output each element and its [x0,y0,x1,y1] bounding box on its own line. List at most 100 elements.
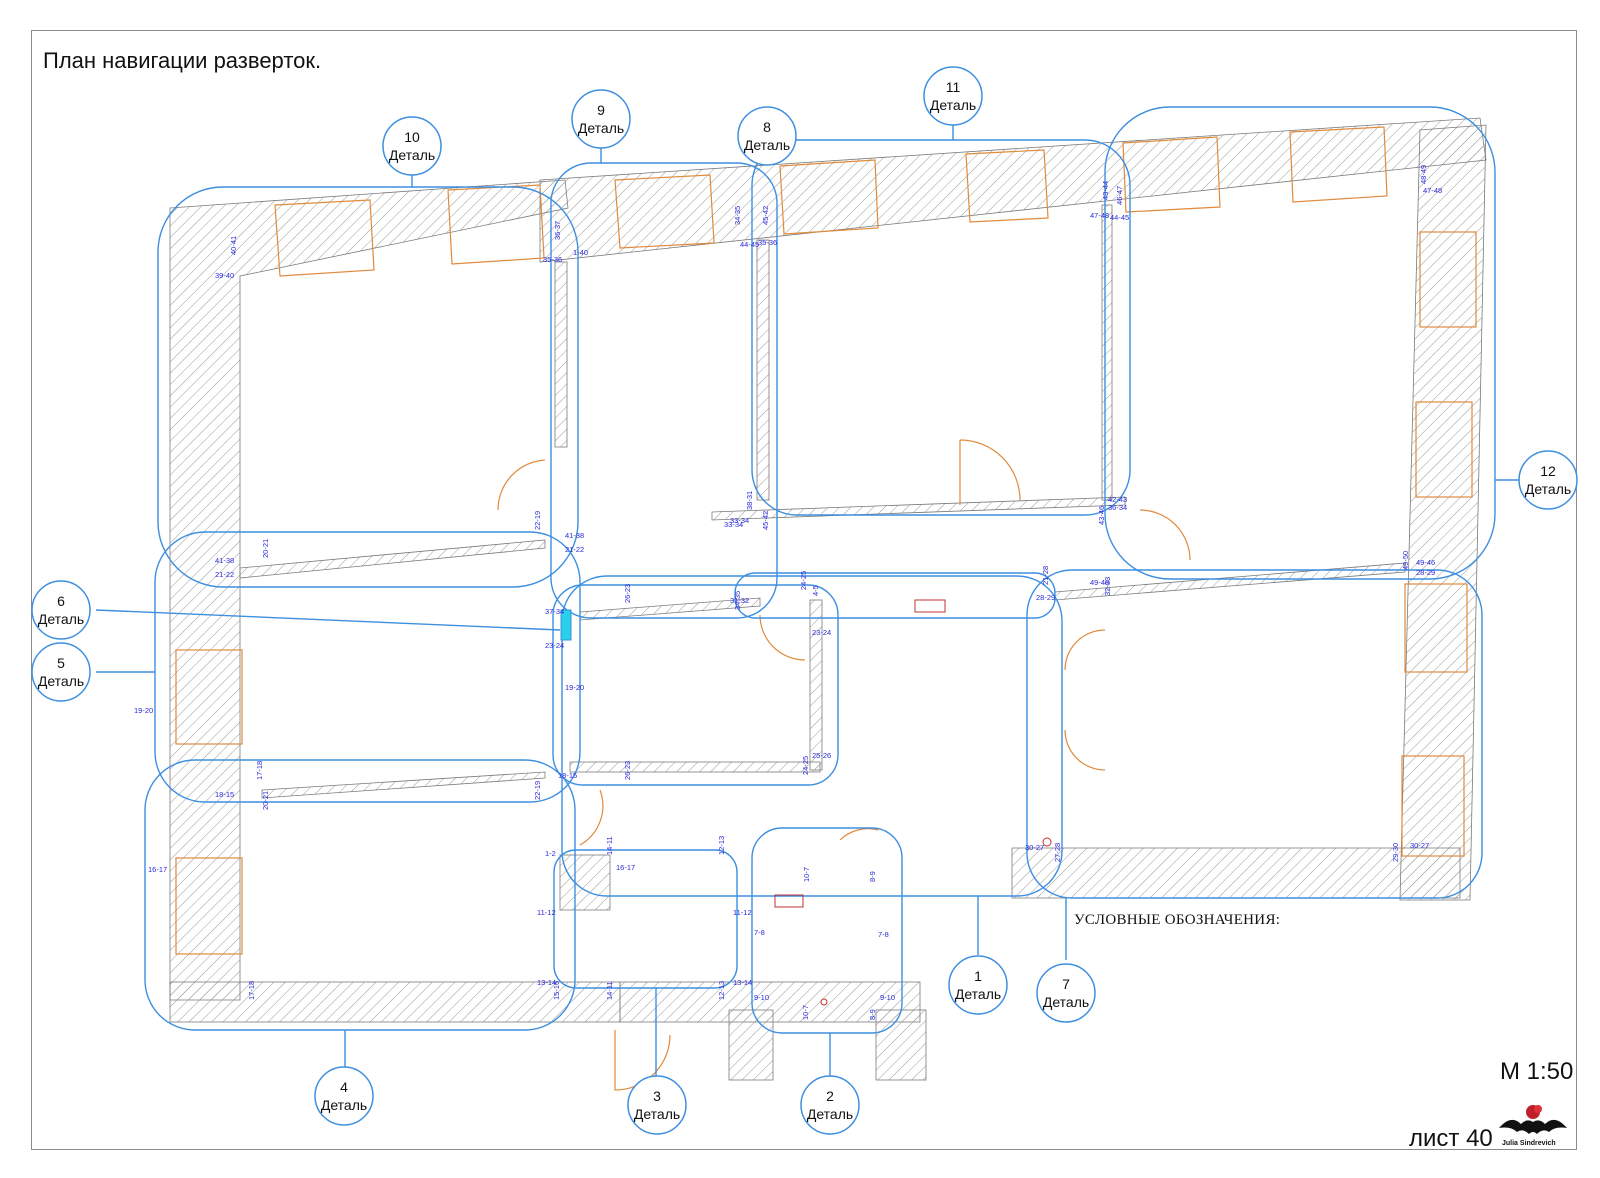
view-marker-label: 19-20 [565,683,584,692]
view-marker-label: 36-37 [553,221,562,240]
view-marker-label: 19-20 [134,706,153,715]
callout-number: 4 [340,1079,348,1095]
callout-number: 12 [1540,463,1556,479]
fixture-4 [820,998,828,1006]
view-marker-label: 21-22 [565,545,584,554]
door-6 [839,828,879,841]
callout-number: 5 [57,655,65,671]
view-marker-label: 20-21 [261,539,270,558]
wall-stub-1 [728,1009,774,1081]
callout-circle [382,116,442,176]
callout-circle [31,642,91,702]
view-marker-label: 10-7 [802,867,811,882]
view-marker-label: 12-13 [717,981,726,1000]
wardrobe-5 [965,149,1049,223]
view-marker-label: 21-22 [215,570,234,579]
fixture-2 [774,894,804,908]
view-marker-label: 36-34 [1108,503,1127,512]
path-loop-loop-mid [734,572,1056,619]
callout-label: Деталь [1525,481,1571,497]
view-marker-label: 43-44 [1101,181,1110,200]
callout-circle [1518,450,1578,510]
view-marker-label: 26-23 [623,584,632,603]
wall-diag-3 [711,496,1126,521]
view-marker-label: 22-19 [533,511,542,530]
wall-partition-1 [554,261,568,448]
callout-label: Деталь [634,1106,680,1122]
wardrobe-4 [779,159,879,235]
view-marker-label: 20-21 [261,791,270,810]
callout-circle [1036,963,1096,1023]
view-marker-label: 28-29 [1036,593,1055,602]
view-marker-label: 44-45 [740,240,759,249]
callout-number: 7 [1062,976,1070,992]
view-marker-label: 33-34 [730,516,749,525]
wall-bottom-right [1011,847,1461,899]
door-2 [959,439,1021,505]
view-marker-label: 8-9 [868,871,877,882]
wardrobe-10 [1404,583,1468,673]
wall-room-bottom [569,761,821,773]
wardrobe-9 [1415,401,1473,498]
furniture [175,126,1477,1091]
view-marker-label: 9-10 [754,993,769,1002]
callout-circle [571,89,631,149]
fixture-1 [914,599,946,613]
path-loop-3 [553,849,738,989]
view-marker-label: 34-35 [733,591,742,610]
view-marker-label: 11-12 [733,908,752,917]
path-loop-4 [144,759,576,1031]
view-marker-label: 30-27 [1025,843,1044,852]
view-marker-label: 40-41 [229,236,238,255]
view-marker-label: 1-40 [573,248,588,257]
wall-partition-2 [756,239,770,501]
door-5 [579,789,604,846]
logo-text: Julia Sindrevich [1502,1140,1556,1147]
view-marker-label: 41-38 [215,556,234,565]
view-marker-label: 47-48 [1090,211,1109,220]
callout-number: 3 [653,1088,661,1104]
wardrobe-12 [175,649,243,745]
view-marker-label: 7-8 [754,928,765,937]
wall-top-left [169,179,569,1001]
scale-label: М 1:50 [1500,1058,1574,1085]
view-marker-label: 38-31 [745,491,754,510]
callout-label: Деталь [389,147,435,163]
view-marker-label: 48-49 [1419,165,1428,184]
callout-circle [948,955,1008,1015]
view-marker-label: 45-42 [761,206,770,225]
view-marker-label: 18-15 [558,771,577,780]
view-marker-label: 30-27 [1410,841,1429,850]
wardrobe-3 [614,174,715,249]
fixtures [774,599,1052,1006]
view-marker-label: 16-17 [616,863,635,872]
view-marker-label: 14-11 [605,836,614,855]
view-marker-label: 8-9 [868,1009,877,1020]
door-1 [497,459,546,511]
view-marker-label: 35-36 [758,238,777,247]
marker-layer: 40-4139-4035-3636-371-4034-3544-4535-364… [134,165,1442,1020]
wall-core [559,854,611,911]
callout-circle [737,106,797,166]
view-marker-label: 4-5 [811,585,820,596]
view-marker-label: 10-7 [801,1005,810,1020]
view-marker-label: 7-8 [878,930,889,939]
wardrobe-11 [1401,755,1465,857]
view-marker-label: 28-29 [1416,568,1435,577]
view-marker-label: 14-11 [605,981,614,1000]
wall-diag-2 [261,771,546,799]
drawing-frame [31,30,1577,1150]
callout-label: Деталь [578,120,624,136]
walls [169,117,1487,1081]
callout-label: Деталь [38,611,84,627]
wall-room-right [809,599,823,771]
wall-right [1399,124,1487,901]
callout-layer: 1Деталь2Деталь3Деталь4Деталь5Деталь6Дета… [31,66,1578,1135]
view-marker-label: 26-23 [623,761,632,780]
